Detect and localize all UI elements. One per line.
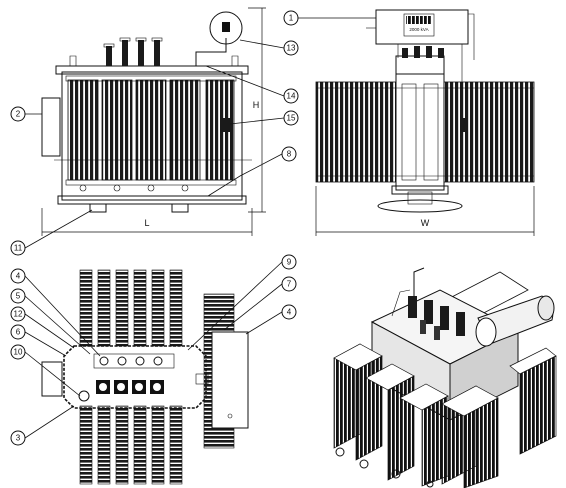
front-tank-body xyxy=(61,71,243,201)
front-bottom-frame xyxy=(57,195,247,205)
top-conservator xyxy=(211,331,249,429)
dimension-length-label: L xyxy=(144,218,149,228)
iso-bushings xyxy=(408,296,465,340)
side-view: 2000 kVA xyxy=(315,9,535,213)
callout-3: 3 xyxy=(10,430,26,446)
callout-11: 11 xyxy=(10,240,26,256)
top-tank-outline xyxy=(63,345,207,409)
dimension-width-label: W xyxy=(421,218,430,228)
svg-text:13: 13 xyxy=(287,44,296,53)
front-conservator xyxy=(209,11,243,45)
callout-13: 13 xyxy=(283,40,299,56)
side-tank xyxy=(395,73,445,191)
front-cable-box xyxy=(41,97,61,157)
svg-text:1: 1 xyxy=(289,14,294,23)
side-nameplate-text: 2000 kVA xyxy=(409,27,428,32)
iso-conservator xyxy=(475,295,555,347)
iso-radiators-left xyxy=(333,343,449,487)
side-base-wheel xyxy=(377,199,463,213)
svg-text:15: 15 xyxy=(287,114,296,123)
callout-5: 5 xyxy=(10,288,26,304)
callout-4-right: 4 xyxy=(281,304,297,320)
callout-9: 9 xyxy=(281,254,297,270)
svg-text:11: 11 xyxy=(14,244,23,253)
svg-text:12: 12 xyxy=(14,310,23,319)
dimension-width: W xyxy=(315,186,535,236)
callout-8: 8 xyxy=(281,146,297,162)
side-conservator xyxy=(375,9,469,45)
svg-text:9: 9 xyxy=(287,258,292,267)
svg-text:4: 4 xyxy=(16,272,21,281)
isometric-view xyxy=(333,267,557,488)
dimension-length: L xyxy=(41,208,253,236)
side-radiator-right xyxy=(443,81,535,183)
svg-text:2: 2 xyxy=(16,110,21,119)
front-bushings xyxy=(103,37,163,66)
svg-text:7: 7 xyxy=(287,280,292,289)
front-top-cover xyxy=(55,65,249,75)
front-radiators xyxy=(67,79,235,181)
svg-text:14: 14 xyxy=(287,92,296,101)
callout-10: 10 xyxy=(10,344,26,360)
callout-7: 7 xyxy=(281,276,297,292)
iso-radiators-right xyxy=(441,347,557,488)
front-view xyxy=(41,11,252,213)
callout-4-left: 4 xyxy=(10,268,26,284)
callout-1: 1 xyxy=(283,10,299,26)
callout-14: 14 xyxy=(283,88,299,104)
callouts: 1 2 13 14 15 8 xyxy=(10,10,376,446)
svg-text:4: 4 xyxy=(287,308,292,317)
callout-15: 15 xyxy=(283,110,299,126)
top-bushings xyxy=(93,353,175,394)
callout-6: 6 xyxy=(10,324,26,340)
top-view xyxy=(41,269,249,485)
svg-text:10: 10 xyxy=(14,348,23,357)
svg-text:3: 3 xyxy=(16,434,21,443)
top-radiators-upper xyxy=(79,269,183,347)
front-radiator-headers xyxy=(65,75,237,192)
svg-text:5: 5 xyxy=(16,292,21,301)
top-radiators-lower xyxy=(79,405,183,485)
dimension-height: H xyxy=(248,7,266,213)
svg-text:6: 6 xyxy=(16,328,21,337)
callout-2: 2 xyxy=(10,106,26,122)
callout-12: 12 xyxy=(10,306,26,322)
side-radiator-left xyxy=(315,81,397,183)
svg-text:8: 8 xyxy=(287,150,292,159)
dimension-height-label: H xyxy=(253,100,260,110)
